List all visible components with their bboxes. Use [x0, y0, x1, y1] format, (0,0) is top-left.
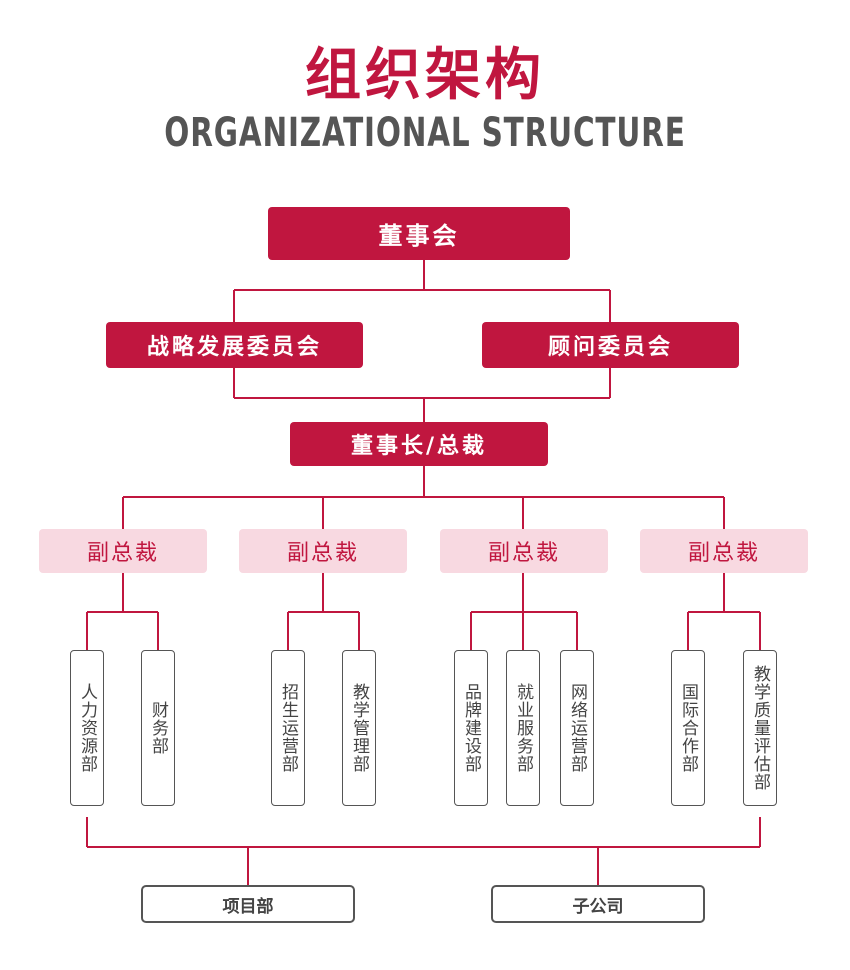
vp-node-4: 副总裁: [640, 529, 808, 573]
subsidiary-node: 子公司: [491, 885, 705, 923]
dept-teaching-mgmt: 教学管理部: [342, 650, 376, 806]
project-dept-node: 项目部: [141, 885, 355, 923]
dept-network-ops: 网络运营部: [560, 650, 594, 806]
dept-quality-eval: 教学质量评估部: [743, 650, 777, 806]
vp-node-2: 副总裁: [239, 529, 407, 573]
dept-finance: 财务部: [141, 650, 175, 806]
dept-employment: 就业服务部: [506, 650, 540, 806]
dept-brand: 品牌建设部: [454, 650, 488, 806]
vp-node-1: 副总裁: [39, 529, 207, 573]
strategy-committee-node: 战略发展委员会: [106, 322, 363, 368]
chairman-node: 董事长/总裁: [290, 422, 548, 466]
dept-admissions: 招生运营部: [271, 650, 305, 806]
page-subtitle: ORGANIZATIONAL STRUCTURE: [164, 110, 686, 156]
board-node: 董事会: [268, 207, 570, 260]
advisory-committee-node: 顾问委员会: [482, 322, 739, 368]
dept-international: 国际合作部: [671, 650, 705, 806]
dept-hr: 人力资源部: [70, 650, 104, 806]
page-title: 组织架构: [305, 43, 545, 108]
vp-node-3: 副总裁: [440, 529, 608, 573]
